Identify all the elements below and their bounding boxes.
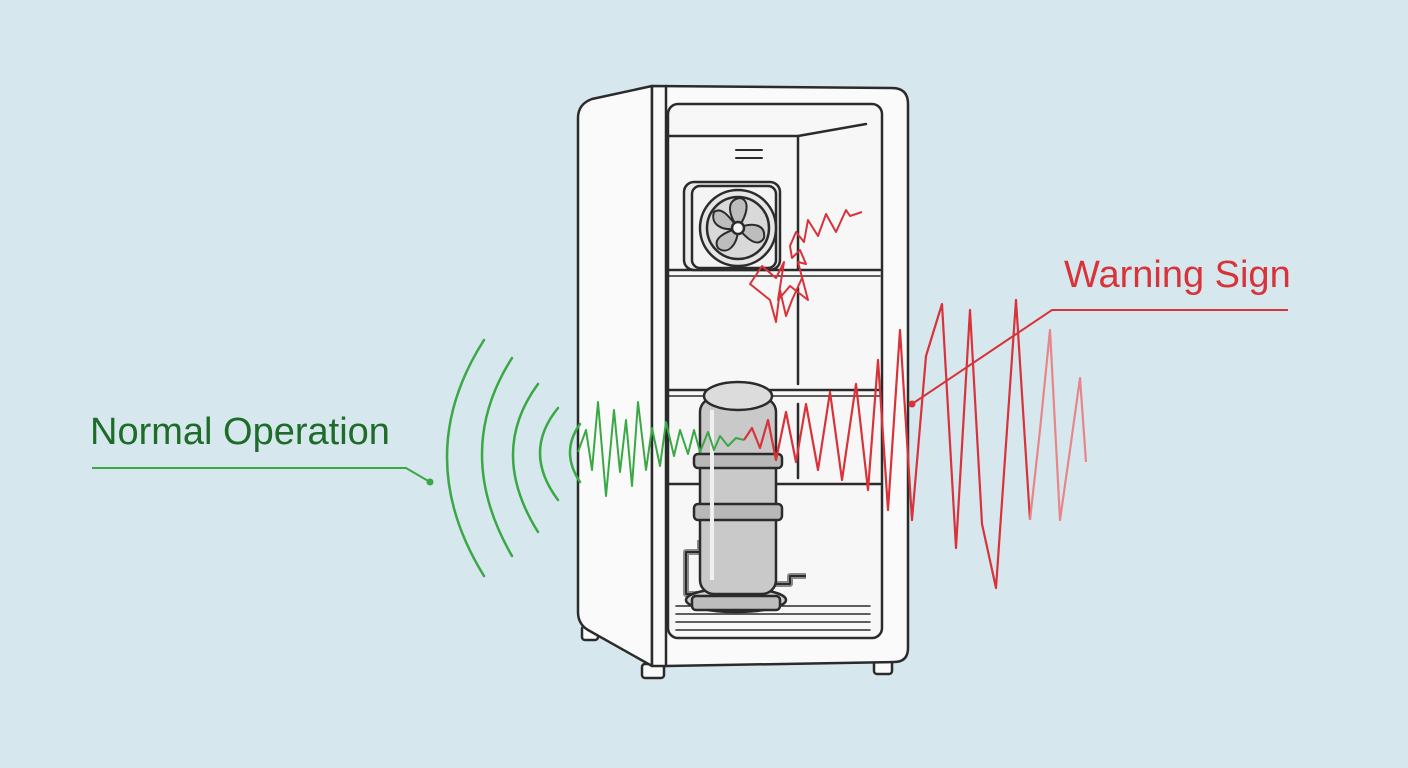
fridge-back-wall: [666, 122, 868, 480]
compressor-icon: [683, 380, 806, 614]
sound-arc-4: [480, 356, 514, 558]
warning-leader-line: [911, 309, 1288, 405]
sound-arc-5: [445, 338, 486, 578]
warning-waveform: [743, 298, 1088, 590]
sound-arc-2: [538, 406, 560, 502]
normal-operation-label: Normal Operation: [90, 411, 390, 453]
fan-noise-wave: [749, 209, 863, 323]
fridge-side-panel: [576, 84, 654, 668]
warning-sign-label: Warning Sign: [1064, 254, 1291, 296]
normal-leader-line: [92, 467, 431, 483]
normal-sound-waves: [445, 338, 582, 578]
normal-leader-dot: [426, 478, 434, 486]
normal-waveform: [577, 401, 745, 497]
fan-icon: [682, 180, 782, 272]
sound-arc-1: [568, 422, 582, 484]
warning-leader-dot: [908, 400, 916, 408]
sound-arc-3: [511, 382, 540, 534]
